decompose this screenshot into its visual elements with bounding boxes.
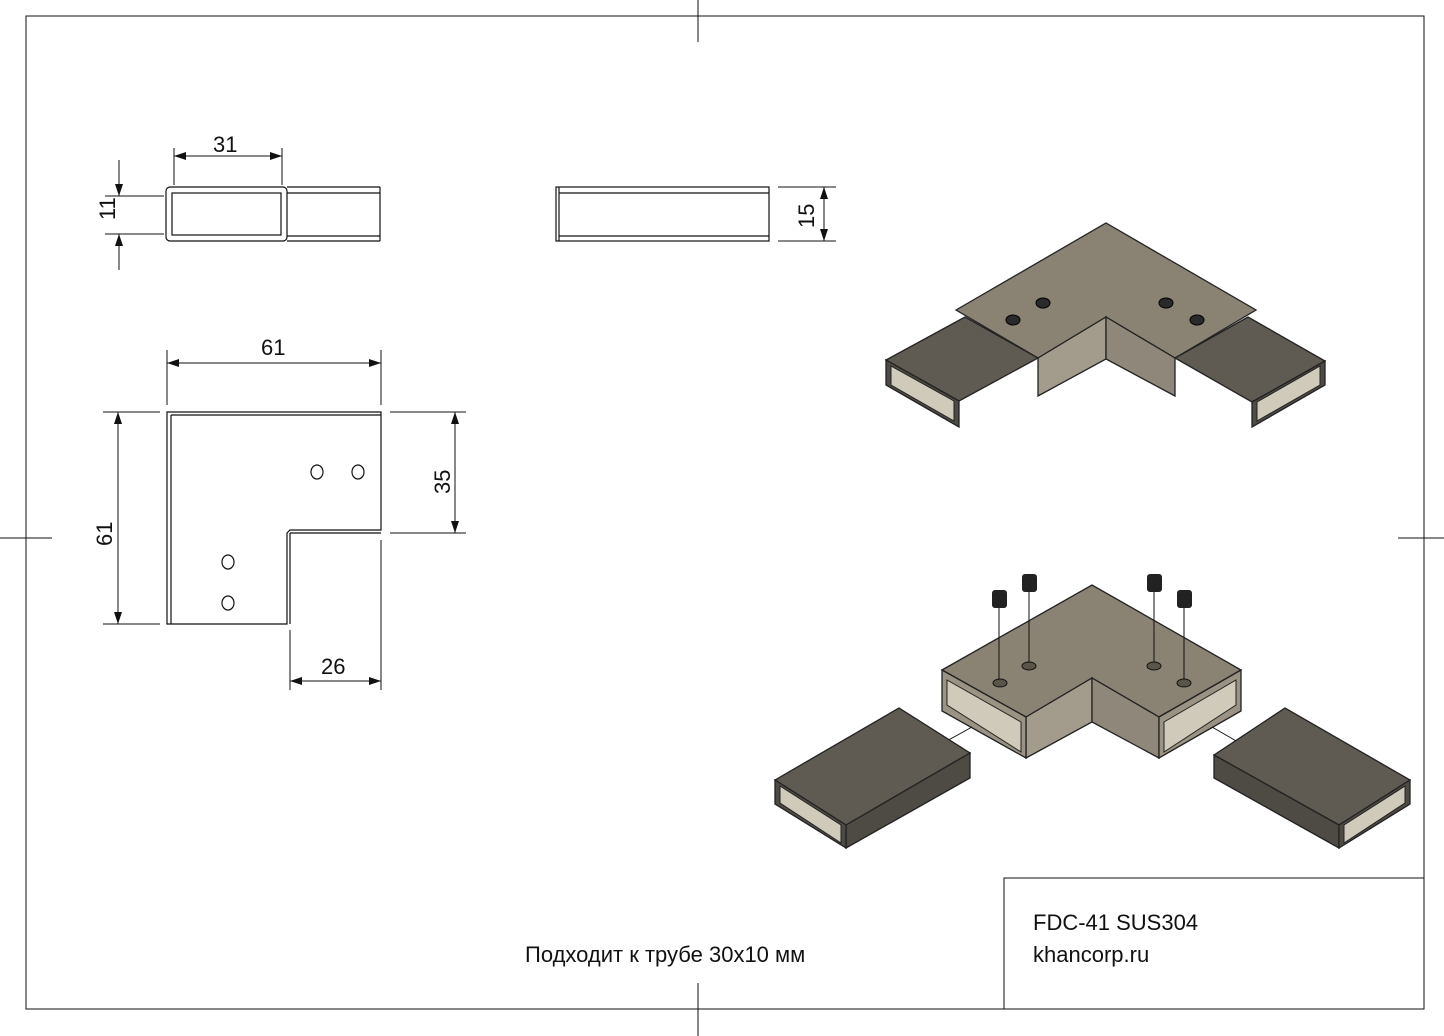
hole	[221, 595, 235, 611]
hole	[992, 661, 1192, 688]
end-view	[105, 148, 381, 270]
part-number: FDC-41 SUS304	[1033, 910, 1199, 935]
dimension-arm-width: 35	[430, 469, 455, 494]
hole	[351, 464, 365, 480]
dimension-end-width: 31	[213, 132, 238, 157]
fit-note: Подходит к трубе 30х10 мм	[525, 942, 806, 967]
title-block	[1003, 877, 1425, 1010]
website: khancorp.ru	[1033, 942, 1150, 967]
dimension-arm-depth: 26	[321, 654, 346, 679]
side-view	[555, 186, 836, 242]
assembled-isometric-view	[884, 222, 1327, 429]
dimension-top-height: 61	[92, 521, 117, 546]
dimension-side-height: 15	[794, 203, 819, 228]
dimension-top-width: 61	[261, 335, 286, 360]
set-screw-icon	[992, 574, 1192, 608]
dimension-end-height: 11	[95, 197, 120, 220]
hole	[310, 464, 324, 480]
set-screw-icon	[1005, 297, 1205, 326]
hole	[221, 554, 235, 570]
top-view	[103, 350, 466, 690]
exploded-isometric-view	[773, 574, 1412, 850]
